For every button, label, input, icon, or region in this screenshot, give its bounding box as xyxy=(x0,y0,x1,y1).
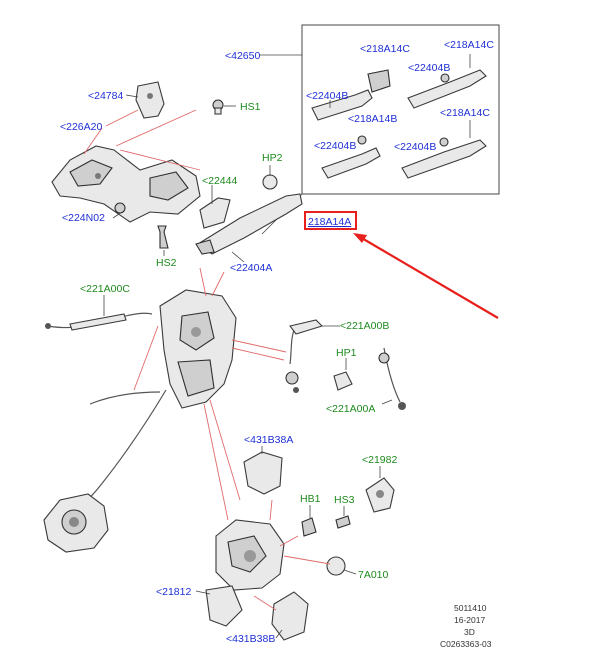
highlight-arrow-line xyxy=(359,236,499,319)
label-431b38b[interactable]: <431B38B xyxy=(226,633,275,645)
label-224n02[interactable]: <224N02 xyxy=(62,212,105,224)
label-22404a[interactable]: <22404A xyxy=(230,262,272,274)
label-24784[interactable]: <24784 xyxy=(88,90,123,102)
label-7a010[interactable]: 7A010 xyxy=(358,569,389,581)
rod-lower-left xyxy=(79,389,167,509)
plug-hp1[interactable] xyxy=(333,371,353,391)
handle-variant-4[interactable] xyxy=(401,120,487,179)
label-226a20[interactable]: <226A20 xyxy=(60,121,102,133)
screw-hs2[interactable] xyxy=(157,225,169,249)
footer-view: 3D xyxy=(464,627,475,637)
label-22444[interactable]: <22444 xyxy=(202,175,237,187)
handle-22404a[interactable] xyxy=(195,193,303,255)
label-221a00b[interactable]: <221A00B xyxy=(340,320,389,332)
handle-variant-1[interactable] xyxy=(311,69,391,121)
cover-431b38b[interactable] xyxy=(271,591,309,641)
label-221a00c[interactable]: <221A00C xyxy=(80,283,130,295)
cover-431b38a[interactable] xyxy=(243,451,283,495)
label-hp2[interactable]: HP2 xyxy=(262,152,283,164)
plug-hp2[interactable] xyxy=(262,174,278,190)
screw-hs1[interactable] xyxy=(212,99,224,115)
label-hp1[interactable]: HP1 xyxy=(336,347,357,359)
label-218a14c-3[interactable]: <218A14C xyxy=(440,107,490,119)
label-hs3[interactable]: HS3 xyxy=(334,494,355,506)
bracket-21982[interactable] xyxy=(365,477,395,513)
highlight-box xyxy=(304,211,357,230)
label-218a14a[interactable]: 218A14A xyxy=(308,216,351,228)
label-431b38a[interactable]: <431B38A xyxy=(244,434,293,446)
handle-carrier[interactable] xyxy=(51,145,201,223)
label-218a14c-1[interactable]: <218A14C xyxy=(360,43,410,55)
label-hb1[interactable]: HB1 xyxy=(300,493,321,505)
inset-frame xyxy=(301,24,500,195)
cable-221a00c[interactable] xyxy=(45,312,153,331)
label-hs2[interactable]: HS2 xyxy=(156,257,177,269)
label-221a00a[interactable]: <221A00A xyxy=(326,403,375,415)
cap-7a010[interactable] xyxy=(326,556,346,576)
label-42650[interactable]: <42650 xyxy=(225,50,260,62)
footer-ref: C0263363-03 xyxy=(440,639,492,649)
label-218a14c-2[interactable]: <218A14C xyxy=(444,39,494,51)
label-22404b-3[interactable]: <22404B xyxy=(314,140,356,152)
label-21812[interactable]: <21812 xyxy=(156,586,191,598)
label-22404b-2[interactable]: <22404B xyxy=(306,90,348,102)
handle-variant-3[interactable] xyxy=(321,135,381,179)
label-218a14b[interactable]: <218A14B xyxy=(348,113,397,125)
label-hs1[interactable]: HS1 xyxy=(240,101,261,113)
footer-date: 16-2017 xyxy=(454,615,485,625)
lock-module-21812[interactable] xyxy=(205,519,285,627)
highlight-arrow-head xyxy=(353,233,367,243)
screw-hs3[interactable] xyxy=(335,515,351,529)
gasket-22444[interactable] xyxy=(199,197,231,229)
cable-221a00a[interactable] xyxy=(378,347,406,410)
cable-221a00b[interactable] xyxy=(285,319,324,393)
motor-assembly[interactable] xyxy=(43,493,109,553)
latch-outer-frame[interactable] xyxy=(159,289,237,409)
label-21982[interactable]: <21982 xyxy=(362,454,397,466)
label-22404b-4[interactable]: <22404B xyxy=(394,141,436,153)
bracket-24784[interactable] xyxy=(135,81,165,119)
handle-variant-2[interactable] xyxy=(407,54,487,109)
label-22404b-1[interactable]: <22404B xyxy=(408,62,450,74)
footer-code: 5011410 xyxy=(454,603,487,613)
bolt-hb1[interactable] xyxy=(301,517,317,537)
